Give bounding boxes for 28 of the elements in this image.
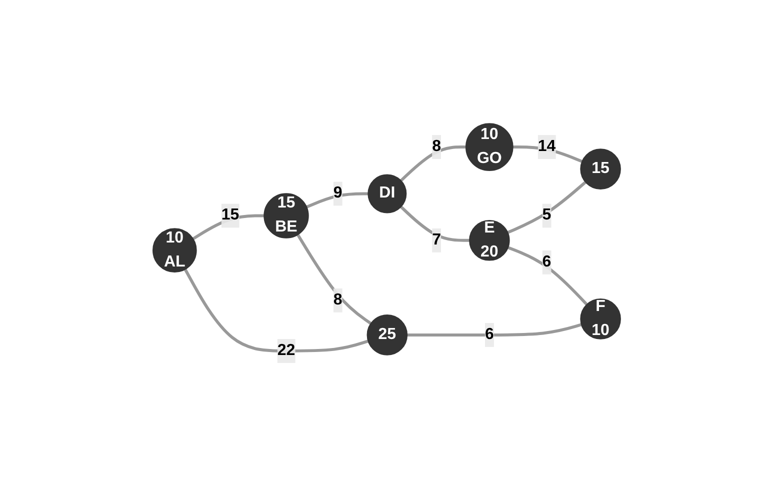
connector (192, 214, 264, 240)
node-circle: 25 (366, 314, 408, 356)
node-circle: F 10 (580, 298, 621, 340)
connector (507, 246, 588, 306)
edge-label: 15 (221, 206, 239, 224)
edge-label: 8 (432, 138, 441, 156)
edge-label: 7 (432, 231, 441, 248)
edge-label: 9 (333, 184, 342, 202)
connector (306, 192, 368, 208)
connector (506, 180, 586, 234)
node-circle: DI (367, 174, 406, 214)
connector (400, 206, 470, 242)
connector (400, 146, 466, 182)
connector (296, 234, 372, 325)
edge-label: 6 (542, 253, 551, 270)
connector (406, 323, 582, 336)
connector (184, 268, 368, 352)
edge-label: 6 (484, 326, 494, 343)
connector (512, 146, 582, 163)
edge-label: 8 (333, 291, 342, 308)
node-circle: E 20 (468, 220, 510, 261)
edge-label: 5 (542, 206, 551, 224)
node-circle: 10 GO (465, 123, 514, 171)
node-circle: 15 BE (263, 193, 309, 238)
node-circle: 15 (580, 148, 621, 190)
edge-label: 22 (277, 342, 295, 359)
edge-label: 14 (538, 138, 556, 156)
node-circle: 10 AL (152, 228, 197, 272)
